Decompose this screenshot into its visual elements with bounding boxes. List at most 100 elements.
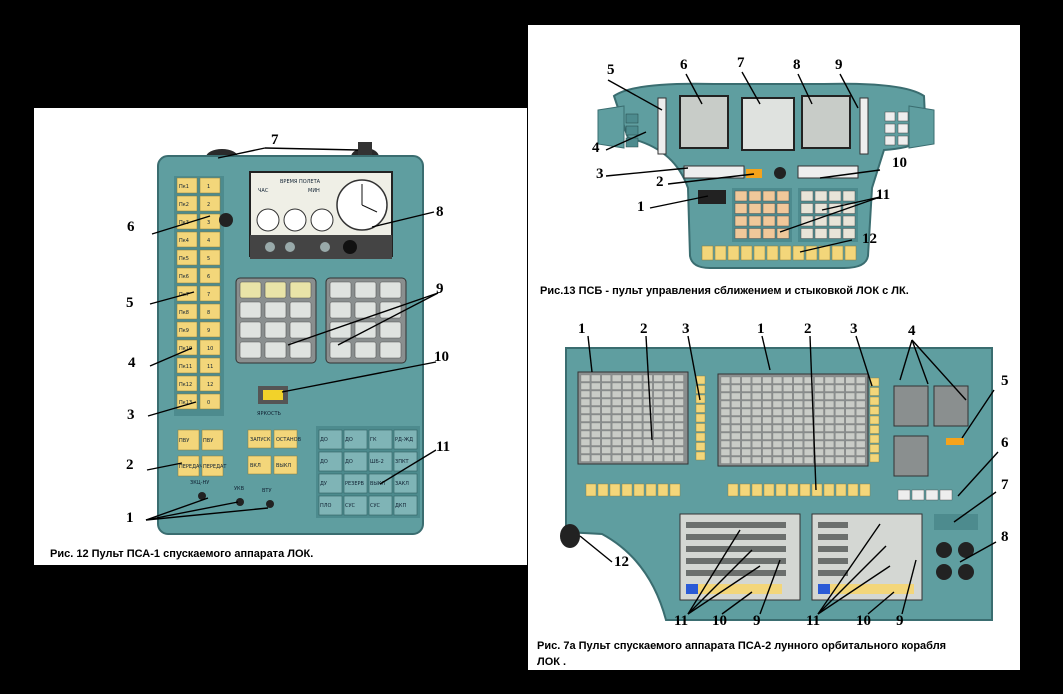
lamp-cell	[835, 400, 845, 408]
yellow-row-button	[669, 483, 681, 497]
psb-bottom-button	[805, 245, 818, 261]
lamp-cell	[591, 438, 601, 446]
keypad-key	[289, 301, 312, 319]
bar-indicator	[818, 546, 848, 552]
psb-key	[734, 215, 748, 227]
lamp-cell	[643, 390, 653, 398]
lamp-cell	[741, 456, 751, 464]
lamp-cell	[601, 374, 611, 382]
lamp-cell	[835, 376, 845, 384]
lamp-cell	[622, 454, 632, 462]
lamp-cell	[835, 384, 845, 392]
lamp-cell	[731, 440, 741, 448]
lamp-cell	[612, 438, 622, 446]
lamp-cell	[632, 414, 643, 422]
lamp-cell	[612, 454, 622, 462]
lamp-cell	[731, 384, 741, 392]
lamp-cell	[731, 400, 741, 408]
yellow-col-button	[869, 425, 880, 434]
lamp-cell	[643, 454, 653, 462]
lamp-cell	[653, 446, 663, 454]
fig13-callout-10: 10	[892, 155, 907, 171]
lamp-cell	[591, 422, 601, 430]
psb-key	[842, 190, 856, 202]
column-number-label: 10	[207, 346, 213, 352]
keypad-key	[264, 341, 287, 359]
fig7a-callout-2b: 2	[804, 321, 812, 337]
lamp-cell	[762, 432, 772, 440]
yellow-col-button	[695, 413, 706, 423]
fig13-callout-12: 12	[862, 231, 877, 247]
lamp-cell	[601, 382, 611, 390]
psb-key	[776, 228, 790, 239]
lamp-cell	[814, 424, 824, 432]
lamp-cell	[845, 392, 855, 400]
lamp-cell	[591, 382, 601, 390]
lamp-cell	[752, 448, 762, 456]
lamp-cell	[731, 416, 741, 424]
yellow-row-button	[739, 483, 751, 497]
fig12-callout-6: 6	[127, 219, 135, 235]
psb-bottom-button	[753, 245, 766, 261]
lamp-cell	[653, 374, 663, 382]
lamp-cell	[632, 454, 643, 462]
grid-button	[318, 451, 343, 472]
lamp-cell	[731, 392, 741, 400]
psb-panel-photo	[597, 82, 935, 269]
fig7a-callout-3b: 3	[850, 321, 858, 337]
column-number-label: 4	[207, 238, 210, 244]
lamp-cell	[856, 400, 866, 408]
lamp-cell	[772, 440, 783, 448]
psb-side-button	[884, 123, 896, 134]
yellow-col-button	[869, 434, 880, 444]
yellow-row-button	[763, 483, 775, 497]
lamp-cell	[824, 432, 835, 440]
lamp-cell	[772, 456, 783, 464]
psb-side-button	[884, 111, 896, 122]
lamp-cell	[835, 416, 845, 424]
psb-key	[762, 190, 776, 202]
psb-side-button	[897, 123, 909, 134]
small-white-button	[911, 489, 925, 501]
timer-sub-minutes: МИН	[308, 188, 320, 194]
lamp-cell	[793, 408, 803, 416]
psb-key	[800, 228, 814, 239]
lamp-cell	[856, 440, 866, 448]
lamp-cell	[814, 400, 824, 408]
lamp-cell	[601, 422, 611, 430]
lamp-cell	[845, 456, 855, 464]
lamp-cell	[731, 448, 741, 456]
psb-bottom-button	[844, 245, 857, 261]
bottom-yellow-strip	[818, 584, 914, 594]
lamp-cell	[824, 392, 835, 400]
grid-button-label: ПЛО	[320, 503, 332, 509]
yellow-row-button	[727, 483, 739, 497]
fig13-callout-7: 7	[737, 55, 745, 71]
lamp-cell	[772, 448, 783, 456]
lamp-cell	[612, 414, 622, 422]
lamp-cell	[612, 398, 622, 406]
fig7a-callout-4: 4	[908, 323, 916, 339]
lamp-cell	[835, 408, 845, 416]
lamp-cell	[674, 438, 684, 446]
lamp-cell	[856, 448, 866, 456]
bar-indicator	[686, 558, 786, 564]
column-button	[176, 375, 198, 392]
lamp-cell	[632, 446, 643, 454]
column-number-label: 7	[207, 292, 210, 298]
lamp-cell	[814, 408, 824, 416]
column-button-label: Пк6	[179, 274, 189, 280]
lamp-cell	[664, 382, 674, 390]
lamp-cell	[845, 400, 855, 408]
grid-button	[393, 473, 418, 494]
column-number-label: 12	[207, 382, 213, 388]
lamp-cell	[783, 400, 793, 408]
column-button-label: Пк8	[179, 310, 189, 316]
lamp-cell	[772, 424, 783, 432]
lamp-cell	[783, 384, 793, 392]
timer-sub-hours: ЧАС	[258, 188, 269, 194]
yellow-row-button	[597, 483, 609, 497]
lamp-cell	[622, 430, 632, 438]
mid-button-label: ЗАПУСК	[250, 437, 271, 443]
lamp-cell	[752, 456, 762, 464]
